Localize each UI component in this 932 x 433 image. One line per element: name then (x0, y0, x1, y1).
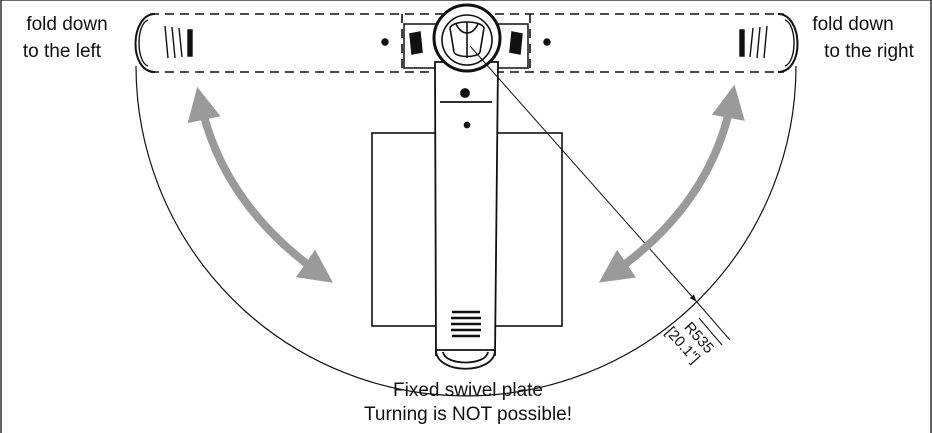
right-arm-end (739, 13, 799, 73)
caption-line1: Fixed swivel plate (393, 380, 543, 401)
swing-range-arc (135, 65, 797, 397)
left-arm-end (134, 13, 193, 73)
stand-column (434, 61, 499, 370)
caption-line2: Turning is NOT possible! (364, 404, 572, 425)
fold-right-arrow (598, 84, 745, 283)
pivot-joint (432, 3, 502, 73)
fold-right-label-line2: to the right (824, 41, 914, 62)
fold-right-label-line1: fold down (812, 14, 893, 35)
fold-left-arrow (187, 86, 334, 283)
fold-left-label-line2: to the left (23, 41, 102, 62)
fold-left-label-line1: fold down (26, 14, 107, 35)
